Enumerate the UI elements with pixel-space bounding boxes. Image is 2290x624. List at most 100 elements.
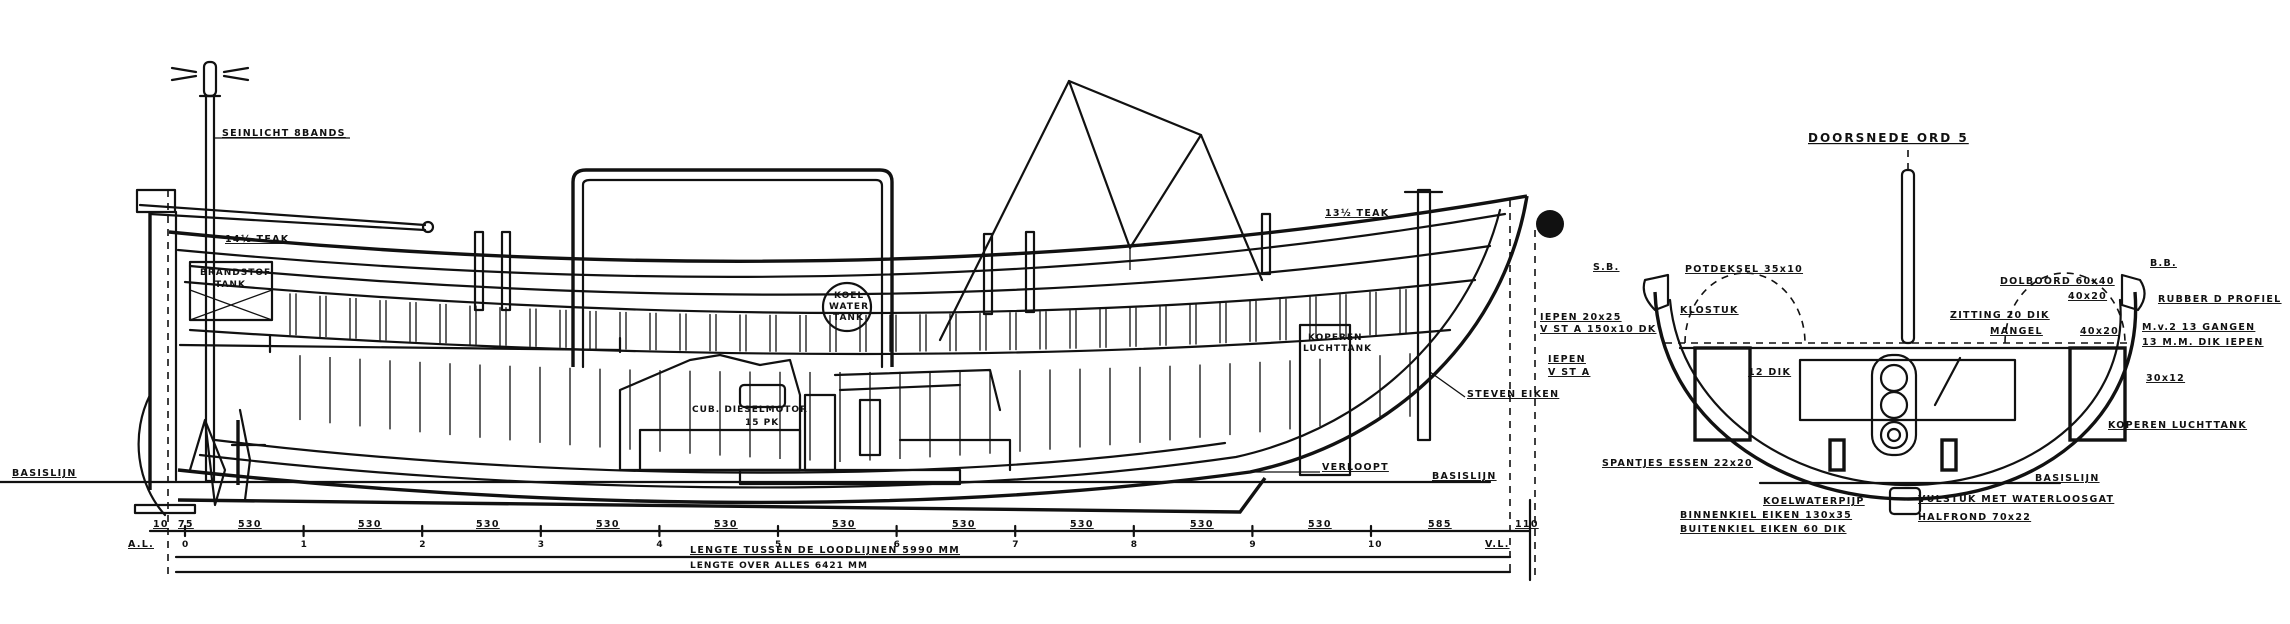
right-air-tank — [2068, 346, 2127, 442]
dimension-labels: 10 75 530 530 530 530 530 530 530 530 53… — [153, 519, 1539, 530]
stanchions — [473, 188, 1444, 442]
taper-label: VERLOOPT — [1322, 462, 1389, 473]
baseline-right-label: BASISLIJN — [1432, 471, 1497, 482]
station-number: 8 — [1131, 540, 1138, 550]
mast-light-icon — [170, 60, 250, 98]
left-hatch-arc — [1684, 272, 1806, 344]
dimension-spacing: 585 — [1428, 519, 1452, 530]
rubbing-strake — [188, 244, 1492, 296]
dimension-spacing: 530 — [832, 519, 856, 530]
dimension-spacing: 530 — [596, 519, 620, 530]
baseline-left-label: BASISLIJN — [12, 468, 77, 479]
aft-perpendicular-mark: A.L. — [128, 539, 154, 550]
station-number: 10 — [1368, 540, 1383, 550]
station-number: 9 — [1249, 540, 1256, 550]
keel-line — [177, 476, 1267, 514]
cooling-tank-label-3: TANK — [833, 313, 864, 323]
station-number: 0 — [182, 540, 189, 550]
station-number: 6 — [894, 540, 901, 550]
section-air-tank-label: KOPEREN LUCHTTANK — [2108, 420, 2247, 431]
section-engine — [1798, 358, 2017, 422]
bow-wood-label: IEPEN — [1548, 354, 1586, 365]
tiller-swing-arc — [137, 393, 167, 517]
planking-label-2: 13 M.M. DIK IEPEN — [2142, 337, 2264, 348]
port-label: B.B. — [2150, 258, 2177, 269]
mast-light-label: SEINLICHT 8BANDS — [222, 128, 346, 139]
hull-bottom-outer — [177, 195, 1529, 505]
left-air-tank — [1693, 346, 1752, 442]
air-tank-label: KOPEREN — [1308, 333, 1363, 343]
dimension-spacing: 10 — [153, 519, 169, 530]
stem-label: STEVEN EIKEN — [1467, 389, 1559, 400]
stern-post — [133, 188, 267, 580]
section-mast — [1900, 168, 1916, 345]
section-gunwales — [1642, 273, 2146, 312]
dimension-spacing: 530 — [358, 519, 382, 530]
dimension-spacing: 530 — [1308, 519, 1332, 530]
batten-label: 40x20 — [2068, 291, 2107, 302]
engine-label-2: 15 PK — [745, 418, 779, 428]
dimension-lines: 10 75 530 530 530 530 530 530 530 530 53… — [128, 498, 1539, 582]
elm-label-2: V ST A 150x10 DK — [1540, 324, 1656, 335]
floor-line — [213, 438, 1227, 474]
strip-label: 30x12 — [2146, 373, 2185, 384]
batten-label-2: 40x20 — [2080, 326, 2119, 337]
gunwale-cap-label: POTDEKSEL 35x10 — [1685, 264, 1803, 275]
side-bench — [178, 333, 622, 354]
dimension-spacing: 75 — [178, 519, 194, 530]
air-tank — [1298, 323, 1352, 477]
cooling-water-tank: KOEL WATER TANK — [821, 281, 873, 333]
engine-label: CUB. DIESELMOTOR — [692, 405, 808, 415]
station-number: 4 — [656, 540, 663, 550]
dimension-spacing: 530 — [714, 519, 738, 530]
length-overall: LENGTE OVER ALLES 6421 MM — [690, 561, 868, 571]
length-between-perpendiculars: LENGTE TUSSEN DE LOODLIJNEN 5990 MM — [690, 545, 960, 556]
rudder — [188, 418, 227, 507]
bow-fender — [1536, 210, 1564, 238]
section-baseline-label: BASISLIJN — [2035, 473, 2100, 484]
station-numbers: 0 1 2 3 4 5 6 7 8 9 10 — [182, 524, 1383, 550]
mast — [204, 94, 216, 483]
sheer-line — [168, 194, 1528, 263]
canopy — [938, 79, 1264, 342]
bow-wood-label-2: V ST A — [1548, 367, 1590, 378]
half-round-label: HALFROND 70x22 — [1918, 512, 2031, 523]
cooling-pipe-label: KOELWATERPIJP — [1763, 496, 1865, 507]
bench-top — [183, 278, 1477, 315]
starboard-label: S.B. — [1593, 262, 1620, 273]
side-view: BASISLIJN SEINLICHT 8BANDS — [0, 60, 1590, 580]
filler-label: VULSTUK MET WATERLOOSGAT — [1918, 494, 2114, 505]
cross-section: DOORSNEDE ORD 5 S.B. B.B. POTDEKSEL 35x1… — [1540, 131, 2282, 535]
cooling-tank-label-2: WATER — [829, 302, 869, 312]
right-hatch-arc — [2004, 272, 2126, 344]
arch-frame — [571, 168, 894, 367]
fuel-tank-label: BRANDSTOF — [200, 268, 271, 278]
station-number: 1 — [301, 540, 308, 550]
bench-bottom — [188, 328, 1452, 356]
gunwale-line — [176, 212, 1507, 278]
rubber-profile-label: RUBBER D PROFIEL — [2158, 294, 2282, 305]
dimension-spacing: 530 — [1070, 519, 1094, 530]
station-number: 3 — [538, 540, 545, 550]
hull-bottom-inner — [198, 208, 1502, 489]
outer-keel-label: BUITENKIEL EIKEN 60 DIK — [1680, 524, 1847, 535]
thickness-label: 12 DIK — [1748, 367, 1791, 378]
tiller — [138, 203, 435, 234]
station-number: 2 — [419, 540, 426, 550]
frames-label: SPANTJES ESSEN 22x20 — [1602, 458, 1753, 469]
station-number: 5 — [775, 540, 782, 550]
dimension-spacing: 110 — [1515, 519, 1539, 530]
station-number: 7 — [1012, 540, 1019, 550]
planking-label: M.v.2 13 GANGEN — [2142, 322, 2255, 333]
fore-perpendicular-mark: V.L. — [1485, 539, 1510, 550]
block-label: KLOSTUK — [1680, 305, 1739, 316]
inner-keel-label: BINNENKIEL EIKEN 130x35 — [1680, 510, 1852, 521]
section-hull-outer — [1653, 291, 2138, 501]
cross-section-title: DOORSNEDE ORD 5 — [1808, 131, 1969, 145]
teak-fore-label: 13½ TEAK — [1325, 208, 1389, 219]
dimension-spacing: 530 — [952, 519, 976, 530]
seat-label: ZITTING 20 DIK — [1950, 310, 2050, 321]
seat-label-2: MANGEL — [1990, 326, 2043, 337]
dimension-spacing: 530 — [1190, 519, 1214, 530]
